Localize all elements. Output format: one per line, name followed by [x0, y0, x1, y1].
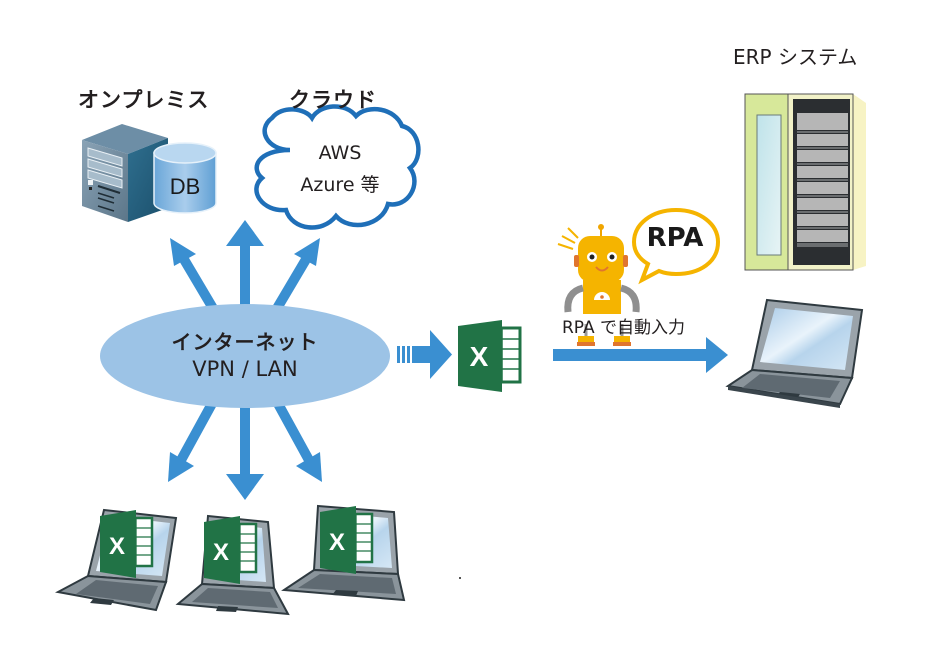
client-laptop-2: X [175, 514, 290, 616]
erp-server-icon [744, 93, 866, 271]
excel-glyph: X [329, 529, 345, 556]
rpa-caption: RPA で自動入力 [562, 318, 686, 338]
client-laptop-1: X [55, 508, 178, 612]
rpa-speech-bubble [631, 207, 721, 285]
network-label-vpn-lan: VPN / LAN [192, 357, 298, 381]
network-ellipse [100, 304, 390, 408]
cloud-provider-azure: Azure 等 [300, 174, 380, 196]
network-label-internet: インターネット [171, 330, 319, 354]
rack-units [797, 113, 848, 242]
arrow-down-right [271, 397, 322, 482]
cloud-provider-aws: AWS [318, 142, 362, 164]
erp-laptop-icon [725, 298, 864, 408]
excel-icon: X [320, 506, 374, 574]
arrow-up-left [170, 238, 219, 313]
arrow-down-left [168, 397, 219, 482]
excel-glyph: X [213, 539, 229, 566]
stray-dot [459, 577, 461, 579]
arrow-to-excel [397, 330, 452, 379]
arrow-up-right [271, 238, 320, 313]
arrow-to-laptop [553, 337, 728, 373]
robot-icon [557, 224, 640, 346]
excel-icon: X [204, 516, 258, 584]
excel-icon: X [458, 320, 522, 392]
arrow-up [226, 220, 264, 305]
excel-glyph: X [470, 341, 489, 372]
client-laptop-3: X [281, 504, 406, 602]
database-icon [153, 142, 217, 214]
cloud-shape [254, 104, 421, 230]
cloud-label: クラウド [289, 88, 377, 112]
arrow-down [226, 405, 264, 500]
database-label: DB [170, 174, 201, 199]
on-premise-label: オンプレミス [78, 88, 210, 112]
excel-glyph: X [109, 533, 125, 560]
rpa-bubble-label: RPA [646, 223, 704, 253]
erp-system-label: ERP システム [733, 45, 858, 69]
excel-icon: X [100, 510, 154, 578]
